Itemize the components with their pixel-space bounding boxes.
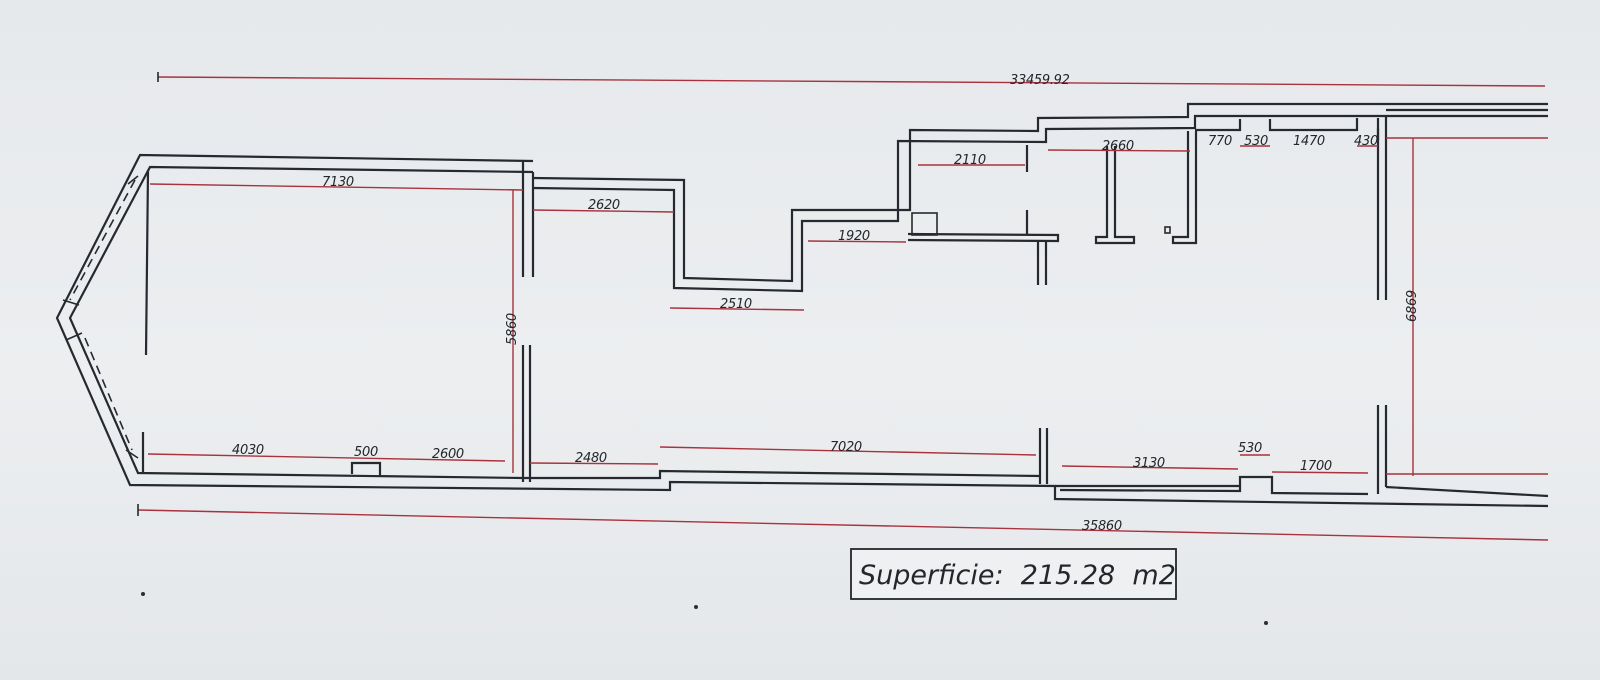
dim-text-2600: 2600 [432, 447, 464, 462]
dim-text-7020: 7020 [830, 440, 862, 455]
dim-text-500: 500 [354, 445, 378, 460]
dim-text-530-top: 530 [1244, 134, 1268, 149]
dim-text-2480: 2480 [575, 451, 607, 466]
dim-text-1920: 1920 [838, 229, 870, 244]
dim-text-2620: 2620 [588, 198, 620, 213]
dim-text-770: 770 [1208, 134, 1232, 149]
walls [55, 102, 1549, 508]
area-label: Superficie: 215.28 m2 [850, 548, 1177, 600]
dimension-overall-top: 33459.92 [157, 72, 1546, 88]
speck [694, 605, 698, 609]
speck [141, 592, 145, 596]
dim-text-5860: 5860 [505, 313, 520, 345]
dim-text-6869: 6869 [1405, 290, 1420, 322]
dim-text-2660: 2660 [1102, 139, 1134, 154]
dimension-overall-bottom: 35860 [137, 504, 1549, 541]
dim-text-1470: 1470 [1293, 134, 1325, 149]
dim-text-7130: 7130 [322, 175, 354, 190]
dim-text-3130: 3130 [1133, 456, 1165, 471]
area-label-text: Superficie: 215.28 m2 [859, 560, 1176, 591]
dim-text-2110: 2110 [954, 153, 986, 168]
dim-text-1700: 1700 [1300, 459, 1332, 474]
dim-text-overall-bottom: 35860 [1082, 519, 1122, 534]
dim-text-overall-top: 33459.92 [1010, 73, 1070, 88]
dimensions-interior: 7130 5860 2620 1920 2510 2110 2660 770 5… [147, 134, 1548, 476]
dim-text-530-bottom: 530 [1238, 441, 1262, 456]
dim-text-430: 430 [1354, 134, 1378, 149]
speck [1264, 621, 1268, 625]
dim-text-4030: 4030 [232, 443, 264, 458]
dim-text-2510: 2510 [720, 297, 752, 312]
